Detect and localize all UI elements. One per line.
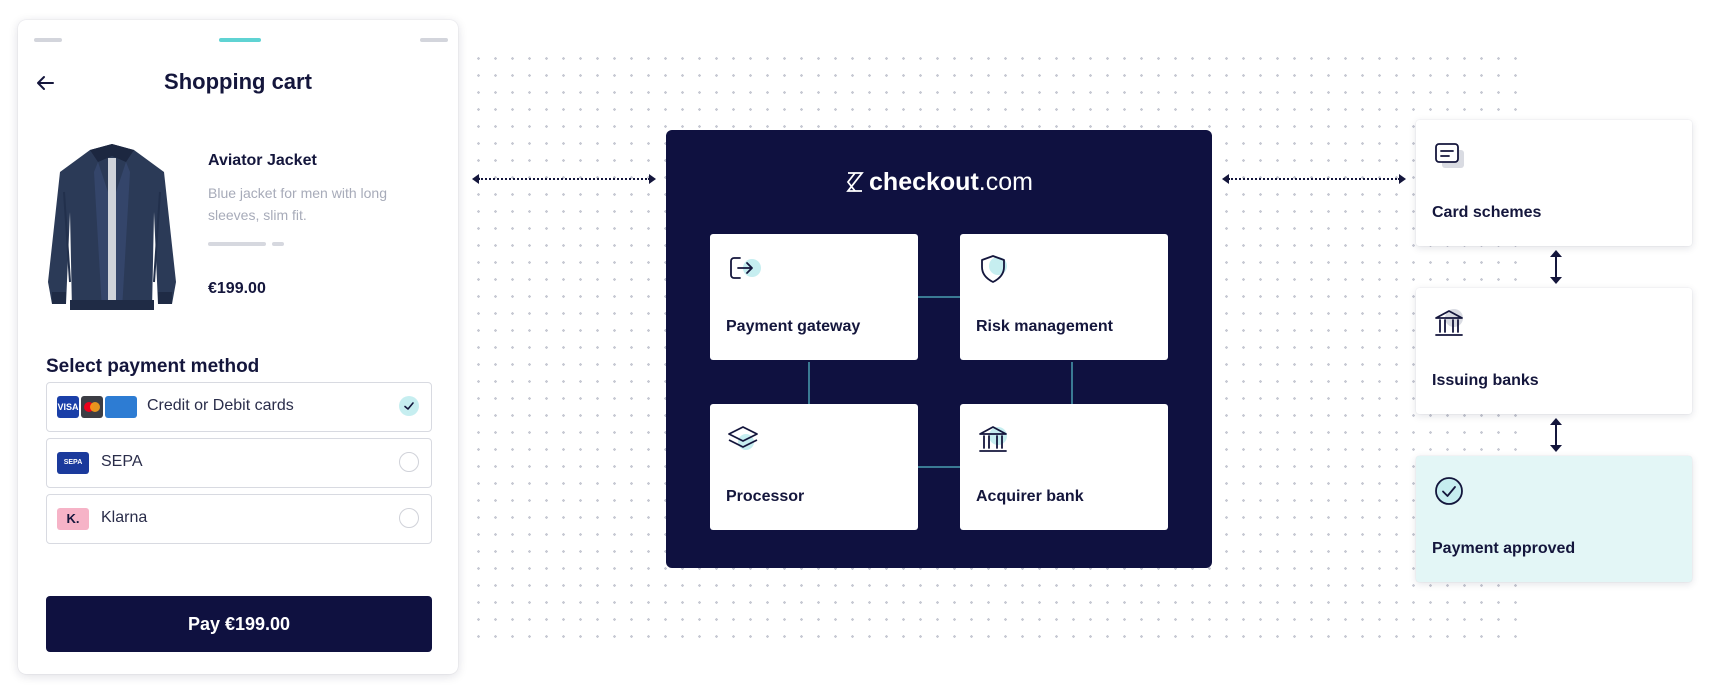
checkout-logo: checkout.com [666, 168, 1212, 197]
product-price: €199.00 [208, 280, 266, 297]
vertical-arrow [1550, 250, 1562, 284]
visa-logo-icon: VISA [57, 396, 79, 418]
risk-management-card: Risk management [960, 234, 1168, 360]
back-arrow-icon[interactable] [34, 72, 60, 98]
status-bar-right [420, 38, 448, 42]
component-label: Acquirer bank [976, 488, 1084, 505]
network-label: Payment approved [1432, 540, 1576, 557]
placeholder-line [272, 242, 284, 246]
status-bar-left [34, 38, 62, 42]
network-label: Card schemes [1432, 204, 1542, 221]
payment-method-heading: Select payment method [46, 356, 260, 377]
component-label: Risk management [976, 318, 1113, 335]
brand-suffix: .com [978, 168, 1033, 196]
payment-method-klarna[interactable]: K. Klarna [46, 494, 432, 544]
pay-button[interactable]: Pay €199.00 [46, 596, 432, 652]
payment-method-sepa[interactable]: SEPA SEPA [46, 438, 432, 488]
jacket-image [48, 144, 176, 310]
checkout-platform-box: checkout.com Payment gateway Risk manage… [666, 130, 1212, 568]
connector-line [808, 362, 810, 404]
layers-icon [728, 426, 758, 450]
product-name: Aviator Jacket [208, 152, 317, 169]
page-title: Shopping cart [164, 69, 312, 94]
payment-method-cards[interactable]: VISA Credit or Debit cards [46, 382, 432, 432]
issuing-banks-card: Issuing banks [1416, 288, 1692, 414]
connector-line [918, 296, 960, 298]
product-description: Blue jacket for men with long sleeves, s… [208, 185, 387, 223]
klarna-logo-icon: K. [57, 508, 89, 530]
network-label: Issuing banks [1432, 372, 1539, 389]
payment-method-label: Klarna [101, 509, 148, 526]
payment-gateway-card: Payment gateway [710, 234, 918, 360]
sepa-logo-icon: SEPA [57, 452, 89, 474]
gateway-exit-icon [730, 257, 761, 279]
processor-card: Processor [710, 404, 918, 530]
payment-method-label: Credit or Debit cards [147, 397, 294, 414]
card-schemes-card: Card schemes [1416, 120, 1692, 246]
acquirer-bank-card: Acquirer bank [960, 404, 1168, 530]
connector-line [1071, 362, 1073, 404]
checkmark-radio-icon[interactable] [399, 396, 419, 416]
placeholder-line [208, 242, 266, 246]
bidirectional-arrow-left [472, 174, 656, 184]
bidirectional-arrow-right [1222, 174, 1406, 184]
brand-name: checkout [869, 168, 979, 196]
radio-button[interactable] [399, 508, 419, 528]
radio-button[interactable] [399, 452, 419, 472]
payment-approved-card: Payment approved [1416, 456, 1692, 582]
amex-logo-icon [105, 396, 137, 418]
component-label: Processor [726, 488, 805, 505]
check-circle-icon [1435, 477, 1463, 505]
bank-icon [1435, 309, 1463, 336]
credit-card-icon [1435, 143, 1464, 168]
shield-icon [981, 255, 1007, 283]
connector-line [918, 466, 960, 468]
bank-icon [979, 426, 1007, 452]
component-label: Payment gateway [726, 318, 861, 335]
checkout-logo-icon [846, 172, 864, 192]
vertical-arrow [1550, 418, 1562, 452]
payment-method-label: SEPA [101, 453, 143, 470]
status-bar-center [219, 38, 261, 42]
mastercard-logo-icon [81, 396, 103, 418]
shopping-cart-panel: Shopping cart Aviator Jacket Blue jacket… [18, 20, 458, 674]
